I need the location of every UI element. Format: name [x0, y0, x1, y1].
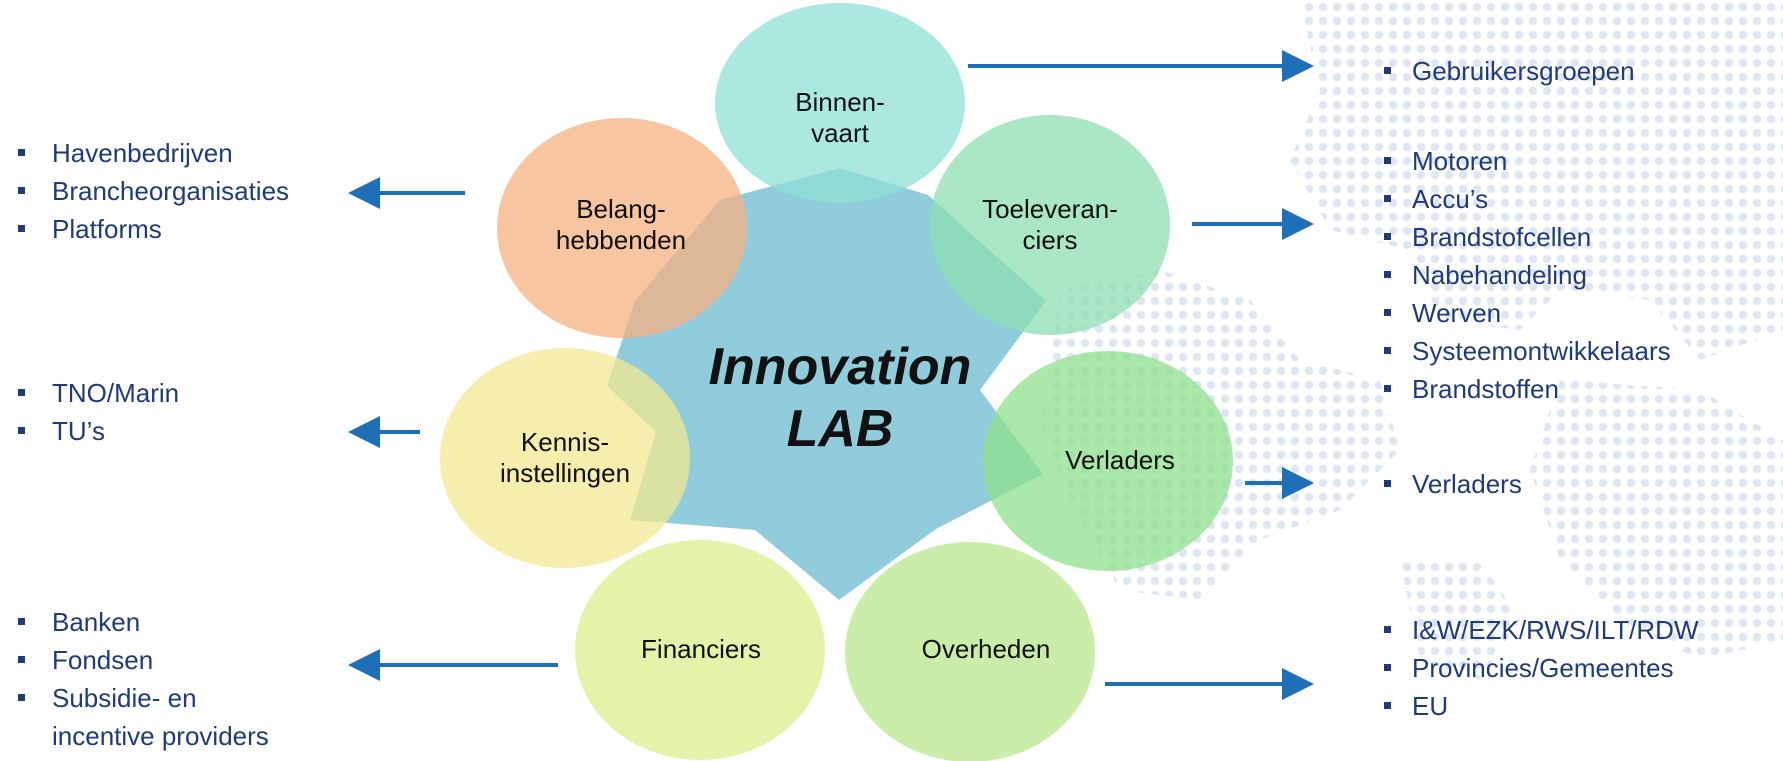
list-item-continuation: incentive providers	[52, 721, 269, 751]
label-verladers-line1: Verladers	[1065, 445, 1175, 475]
label-binnenvaart-line2: vaart	[811, 118, 869, 148]
center-title-line2: LAB	[786, 400, 894, 458]
list-item: Accu’s	[1362, 180, 1671, 218]
circle-financiers	[575, 540, 825, 760]
list-item: Motoren	[1362, 142, 1671, 180]
list-item: TU’s	[4, 412, 179, 450]
label-toeleveranciers-line1: Toeleveran-	[982, 194, 1118, 224]
label-overheden: Overheden	[871, 634, 1101, 665]
list-item: Werven	[1362, 294, 1671, 332]
list-item: Platforms	[4, 210, 289, 248]
list-item: Banken	[4, 603, 269, 641]
center-title-line1: Innovation	[708, 338, 972, 396]
list-kennis: TNO/Marin TU’s	[4, 374, 179, 450]
circle-overheden	[845, 542, 1095, 761]
list-financiers: Banken Fondsen Subsidie- en incentive pr…	[4, 603, 269, 755]
label-binnenvaart-line1: Binnen-	[795, 87, 885, 117]
list-item: Subsidie- en	[4, 679, 269, 717]
circle-binnenvaart	[715, 3, 965, 203]
list-item: TNO/Marin	[4, 374, 179, 412]
label-belanghebbenden: Belang- hebbenden	[506, 194, 736, 256]
list-belanghebbenden: Havenbedrijven Brancheorganisaties Platf…	[4, 134, 289, 248]
list-item: Gebruikersgroepen	[1362, 52, 1635, 90]
label-financiers: Financiers	[586, 634, 816, 665]
circle-verladers	[983, 351, 1233, 571]
list-item: Provincies/Gemeentes	[1362, 649, 1698, 687]
list-overheden: I&W/EZK/RWS/ILT/RDW Provincies/Gemeentes…	[1362, 611, 1698, 725]
circle-toeleveranciers	[930, 115, 1170, 335]
label-verladers: Verladers	[1005, 445, 1235, 476]
label-overheden-line1: Overheden	[921, 634, 1051, 664]
label-kennisinstellingen: Kennis- instellingen	[450, 427, 680, 489]
circle-belanghebbenden	[497, 118, 747, 338]
label-toeleveranciers: Toeleveran- ciers	[935, 194, 1165, 256]
list-item: Brandstofcellen	[1362, 218, 1671, 256]
label-binnenvaart: Binnen- vaart	[725, 87, 955, 149]
label-kennisinstellingen-line2: instellingen	[499, 458, 631, 488]
label-financiers-line1: Financiers	[641, 634, 761, 664]
list-verladers: Verladers	[1362, 465, 1522, 503]
center-title: Innovation LAB	[660, 336, 1020, 460]
circle-kennisinstellingen	[440, 348, 690, 568]
label-belanghebbenden-line1: Belang-	[576, 194, 666, 224]
label-kennisinstellingen-line1: Kennis-	[520, 427, 610, 457]
list-toeleveranciers: Motoren Accu’s Brandstofcellen Nabehande…	[1362, 142, 1671, 408]
list-item: Fondsen	[4, 641, 269, 679]
list-gebruikers: Gebruikersgroepen	[1362, 52, 1635, 90]
label-toeleveranciers-line2: ciers	[1022, 225, 1078, 255]
list-item: Havenbedrijven	[4, 134, 289, 172]
list-item: Verladers	[1362, 465, 1522, 503]
list-item: I&W/EZK/RWS/ILT/RDW	[1362, 611, 1698, 649]
list-item: Systeemontwikkelaars	[1362, 332, 1671, 370]
list-item: Brandstoffen	[1362, 370, 1671, 408]
list-item: Nabehandeling	[1362, 256, 1671, 294]
list-item: Brancheorganisaties	[4, 172, 289, 210]
label-belanghebbenden-line2: hebbenden	[555, 225, 687, 255]
list-item: EU	[1362, 687, 1698, 725]
